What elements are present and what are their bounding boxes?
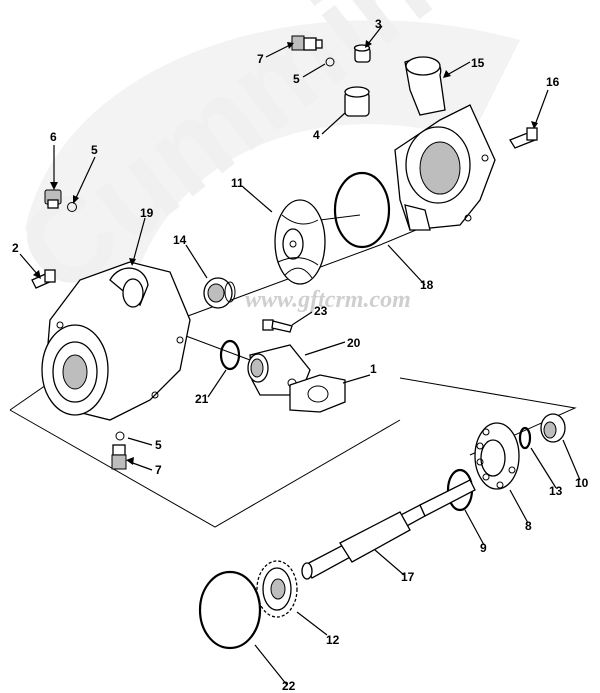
callout-22: 22 [282, 679, 296, 693]
leader-lines [19, 25, 581, 686]
part-10-seal [540, 413, 566, 443]
callout-7-bottom: 7 [155, 463, 162, 477]
part-17-shaft [301, 479, 476, 580]
callout-5-left: 5 [91, 143, 98, 157]
part-19-pump-body [41, 261, 191, 421]
callout-1: 1 [370, 362, 377, 376]
callout-5-bottom: 5 [155, 438, 162, 452]
callout-3: 3 [375, 17, 382, 31]
part-16-bolt [509, 127, 538, 149]
part-7-fitting-bottom [111, 444, 127, 470]
part-1-gasket [289, 374, 346, 413]
callout-14: 14 [173, 233, 187, 247]
part-15-outlet-housing [394, 56, 496, 231]
part-3-plug [353, 44, 371, 63]
part-4-plug [344, 86, 370, 117]
part-22-o-ring [198, 570, 262, 650]
callout-12: 12 [326, 633, 340, 647]
part-5-seal-bottom [115, 431, 125, 441]
part-8-bearing [474, 422, 520, 490]
callout-16: 16 [546, 75, 560, 89]
part-12-gear [256, 560, 298, 618]
part-2-bolt [31, 269, 56, 289]
callout-5-top: 5 [293, 72, 300, 86]
callout-19: 19 [140, 206, 154, 220]
callout-11: 11 [231, 176, 244, 190]
callout-10: 10 [575, 476, 589, 490]
part-5-seal-left [67, 202, 77, 212]
part-14-seal [203, 277, 236, 309]
callout-23: 23 [314, 304, 328, 318]
part-18-o-ring [333, 171, 391, 249]
part-23-bolt [262, 319, 293, 333]
part-11-impeller [274, 199, 326, 285]
callout-2: 2 [12, 241, 19, 255]
callout-6: 6 [50, 130, 57, 144]
callout-21: 21 [195, 392, 209, 406]
callout-15: 15 [471, 56, 485, 70]
part-13-snap-ring [518, 426, 532, 450]
part-7-fitting-top [291, 35, 323, 51]
watermark-logo-shape [25, 20, 520, 320]
callout-7-top: 7 [257, 52, 264, 66]
part-21-o-ring [219, 339, 241, 371]
part-5-seal-top [325, 57, 335, 67]
part-20-connector [247, 344, 311, 396]
callout-4: 4 [313, 128, 320, 142]
callout-17: 17 [401, 570, 415, 584]
callout-20: 20 [347, 336, 361, 350]
watermark-site-text: www.gftcrm.com [245, 287, 411, 313]
callout-9: 9 [480, 541, 487, 555]
part-6-plug [44, 189, 62, 209]
callout-labels: 3 7 5 15 16 4 6 5 11 19 2 14 18 23 20 21… [12, 17, 589, 693]
callout-8: 8 [525, 519, 532, 533]
callout-18: 18 [420, 278, 434, 292]
callout-13: 13 [549, 484, 563, 498]
